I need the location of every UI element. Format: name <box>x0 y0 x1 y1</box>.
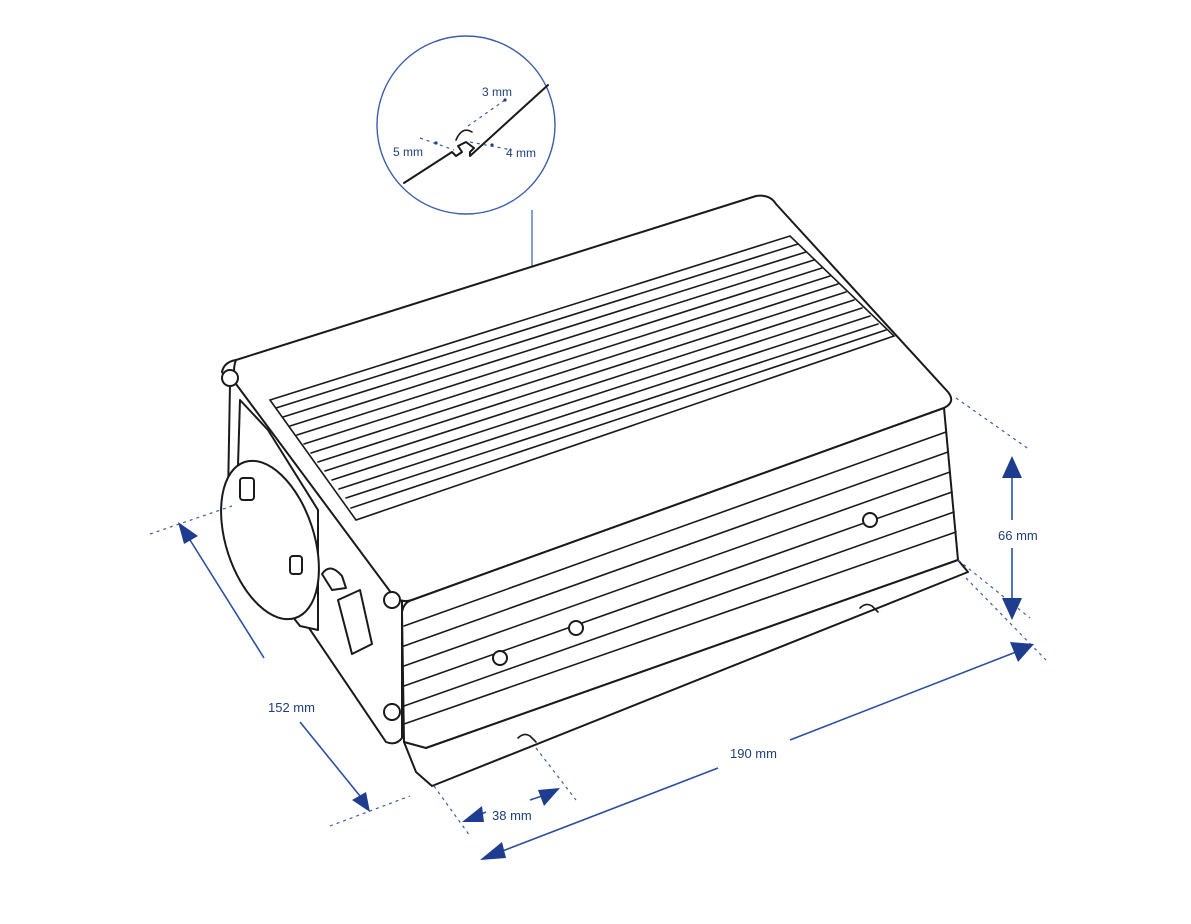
label-slot-3mm: 3 mm <box>482 85 512 99</box>
screws <box>221 369 878 721</box>
label-depth: 152 mm <box>268 700 315 715</box>
corner-screw-bottom <box>383 703 401 721</box>
base-flange <box>403 559 969 787</box>
inverter-body <box>220 194 969 787</box>
foot-arrow-left <box>462 806 484 822</box>
height-ext-top <box>955 397 1031 451</box>
slot-dim-3 <box>467 99 506 127</box>
depth-ext-top <box>149 505 233 535</box>
corner-screw-mid <box>383 591 401 609</box>
detail-circle <box>376 35 556 215</box>
socket-pin-1 <box>239 477 255 501</box>
length-arrow-left <box>480 842 506 860</box>
label-slot-5mm: 5 mm <box>393 145 423 159</box>
label-length: 190 mm <box>730 746 777 761</box>
length-line-a <box>499 767 719 853</box>
slot-edge <box>403 84 549 184</box>
screw-1 <box>492 650 508 666</box>
depth-ext-bottom <box>329 795 411 827</box>
power-port <box>321 567 347 591</box>
foot-arrow-right <box>538 788 560 806</box>
ac-socket <box>220 399 320 631</box>
base-slot-2 <box>859 603 879 613</box>
length-line-b <box>789 651 1017 741</box>
label-foot-offset: 38 mm <box>492 808 532 823</box>
corner-screw-top <box>221 369 239 387</box>
screw-2 <box>568 620 584 636</box>
depth-line-a <box>189 539 265 659</box>
label-height: 66 mm <box>998 528 1038 543</box>
depth-arrow-top <box>178 522 198 544</box>
dimension-length: 190 mm <box>480 577 1047 860</box>
fin-area <box>268 235 896 521</box>
depth-line-b <box>299 721 361 797</box>
foot-ext-2 <box>433 785 471 837</box>
socket-pin-2 <box>289 555 303 575</box>
top-fins <box>275 243 887 509</box>
height-arrow-bottom <box>1002 598 1022 620</box>
screw-3 <box>862 512 878 528</box>
height-ext-bottom <box>957 559 1031 619</box>
depth-arrow-bottom <box>352 792 370 812</box>
dimension-depth: 152 mm <box>149 505 411 827</box>
slot-notch <box>455 129 473 141</box>
controls <box>321 567 373 655</box>
label-slot-4mm: 4 mm <box>506 146 536 160</box>
length-arrow-right <box>1010 642 1034 662</box>
length-ext <box>965 577 1047 661</box>
power-switch <box>337 589 373 655</box>
height-arrow-top <box>1002 456 1022 478</box>
dimension-foot-offset: 38 mm <box>433 747 577 837</box>
base-slot-1 <box>517 733 537 743</box>
dimension-height: 66 mm <box>955 397 1038 620</box>
slot-dim-5 <box>419 137 455 151</box>
